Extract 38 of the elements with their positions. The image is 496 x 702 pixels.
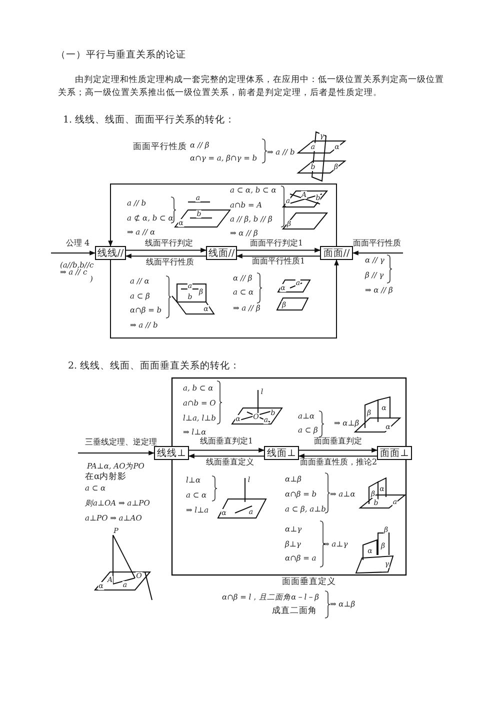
relation-box: 线面⊥ [264, 446, 299, 460]
arrow [78, 450, 155, 456]
edge-label: 公理 4 [66, 238, 90, 248]
section-heading: 1. 线线、线面、面面平行关系的转化： [63, 114, 236, 126]
arrow [298, 454, 378, 458]
edge-label: 面面垂直性质，推论2 [300, 458, 378, 466]
arrow [188, 454, 264, 458]
formula-text: 在α内射影 [85, 472, 127, 482]
edge-label: 面面平行性质1 [252, 256, 306, 266]
formula-text: 面面平行性质 [133, 142, 187, 152]
arrow [108, 184, 337, 247]
relation-box: 面面// [320, 246, 353, 260]
edge-label: 面面平行判定1 [250, 238, 304, 248]
arrow [50, 250, 96, 256]
arrow [110, 259, 339, 338]
section-heading: 2. 线线、线面、面面垂直关系的转化： [68, 360, 240, 372]
relation-box: 线线⊥ [154, 446, 189, 460]
title: （一）平行与垂直关系的论证 [56, 50, 186, 60]
relation-box: 线线// [95, 246, 126, 260]
edge-label: 面面平行性质 [353, 238, 401, 248]
arrow [236, 248, 321, 253]
arrow [126, 248, 207, 253]
edge-label: 线面平行性质 [146, 258, 194, 266]
paragraph: 由判定定理和性质定理构成一套完整的定理体系，在应用中：低一级位置关系判定高一级位置关系；高一级位置关系推出低一级位置关系，前者是判定定理，后者是性质定理。 [58, 74, 444, 100]
edge-label: 线面平行判定 [145, 238, 193, 248]
arrow [298, 448, 378, 453]
edge-label: 三垂线定理、逆定理 [85, 438, 157, 446]
edge-label: 线面垂直定义 [206, 458, 254, 466]
relation-box: 线面// [206, 246, 237, 260]
formula-text: 成直二面角 [272, 606, 317, 616]
arrow [125, 254, 206, 258]
arrow [188, 448, 265, 453]
edge-label: 面面垂直判定 [314, 436, 362, 446]
formula-text: 面面垂直定义 [282, 577, 336, 587]
arrow [236, 254, 320, 258]
arrow [352, 250, 404, 256]
edge-label: 线面垂直判定1 [200, 436, 254, 446]
relation-box: 面面⊥ [377, 446, 412, 460]
